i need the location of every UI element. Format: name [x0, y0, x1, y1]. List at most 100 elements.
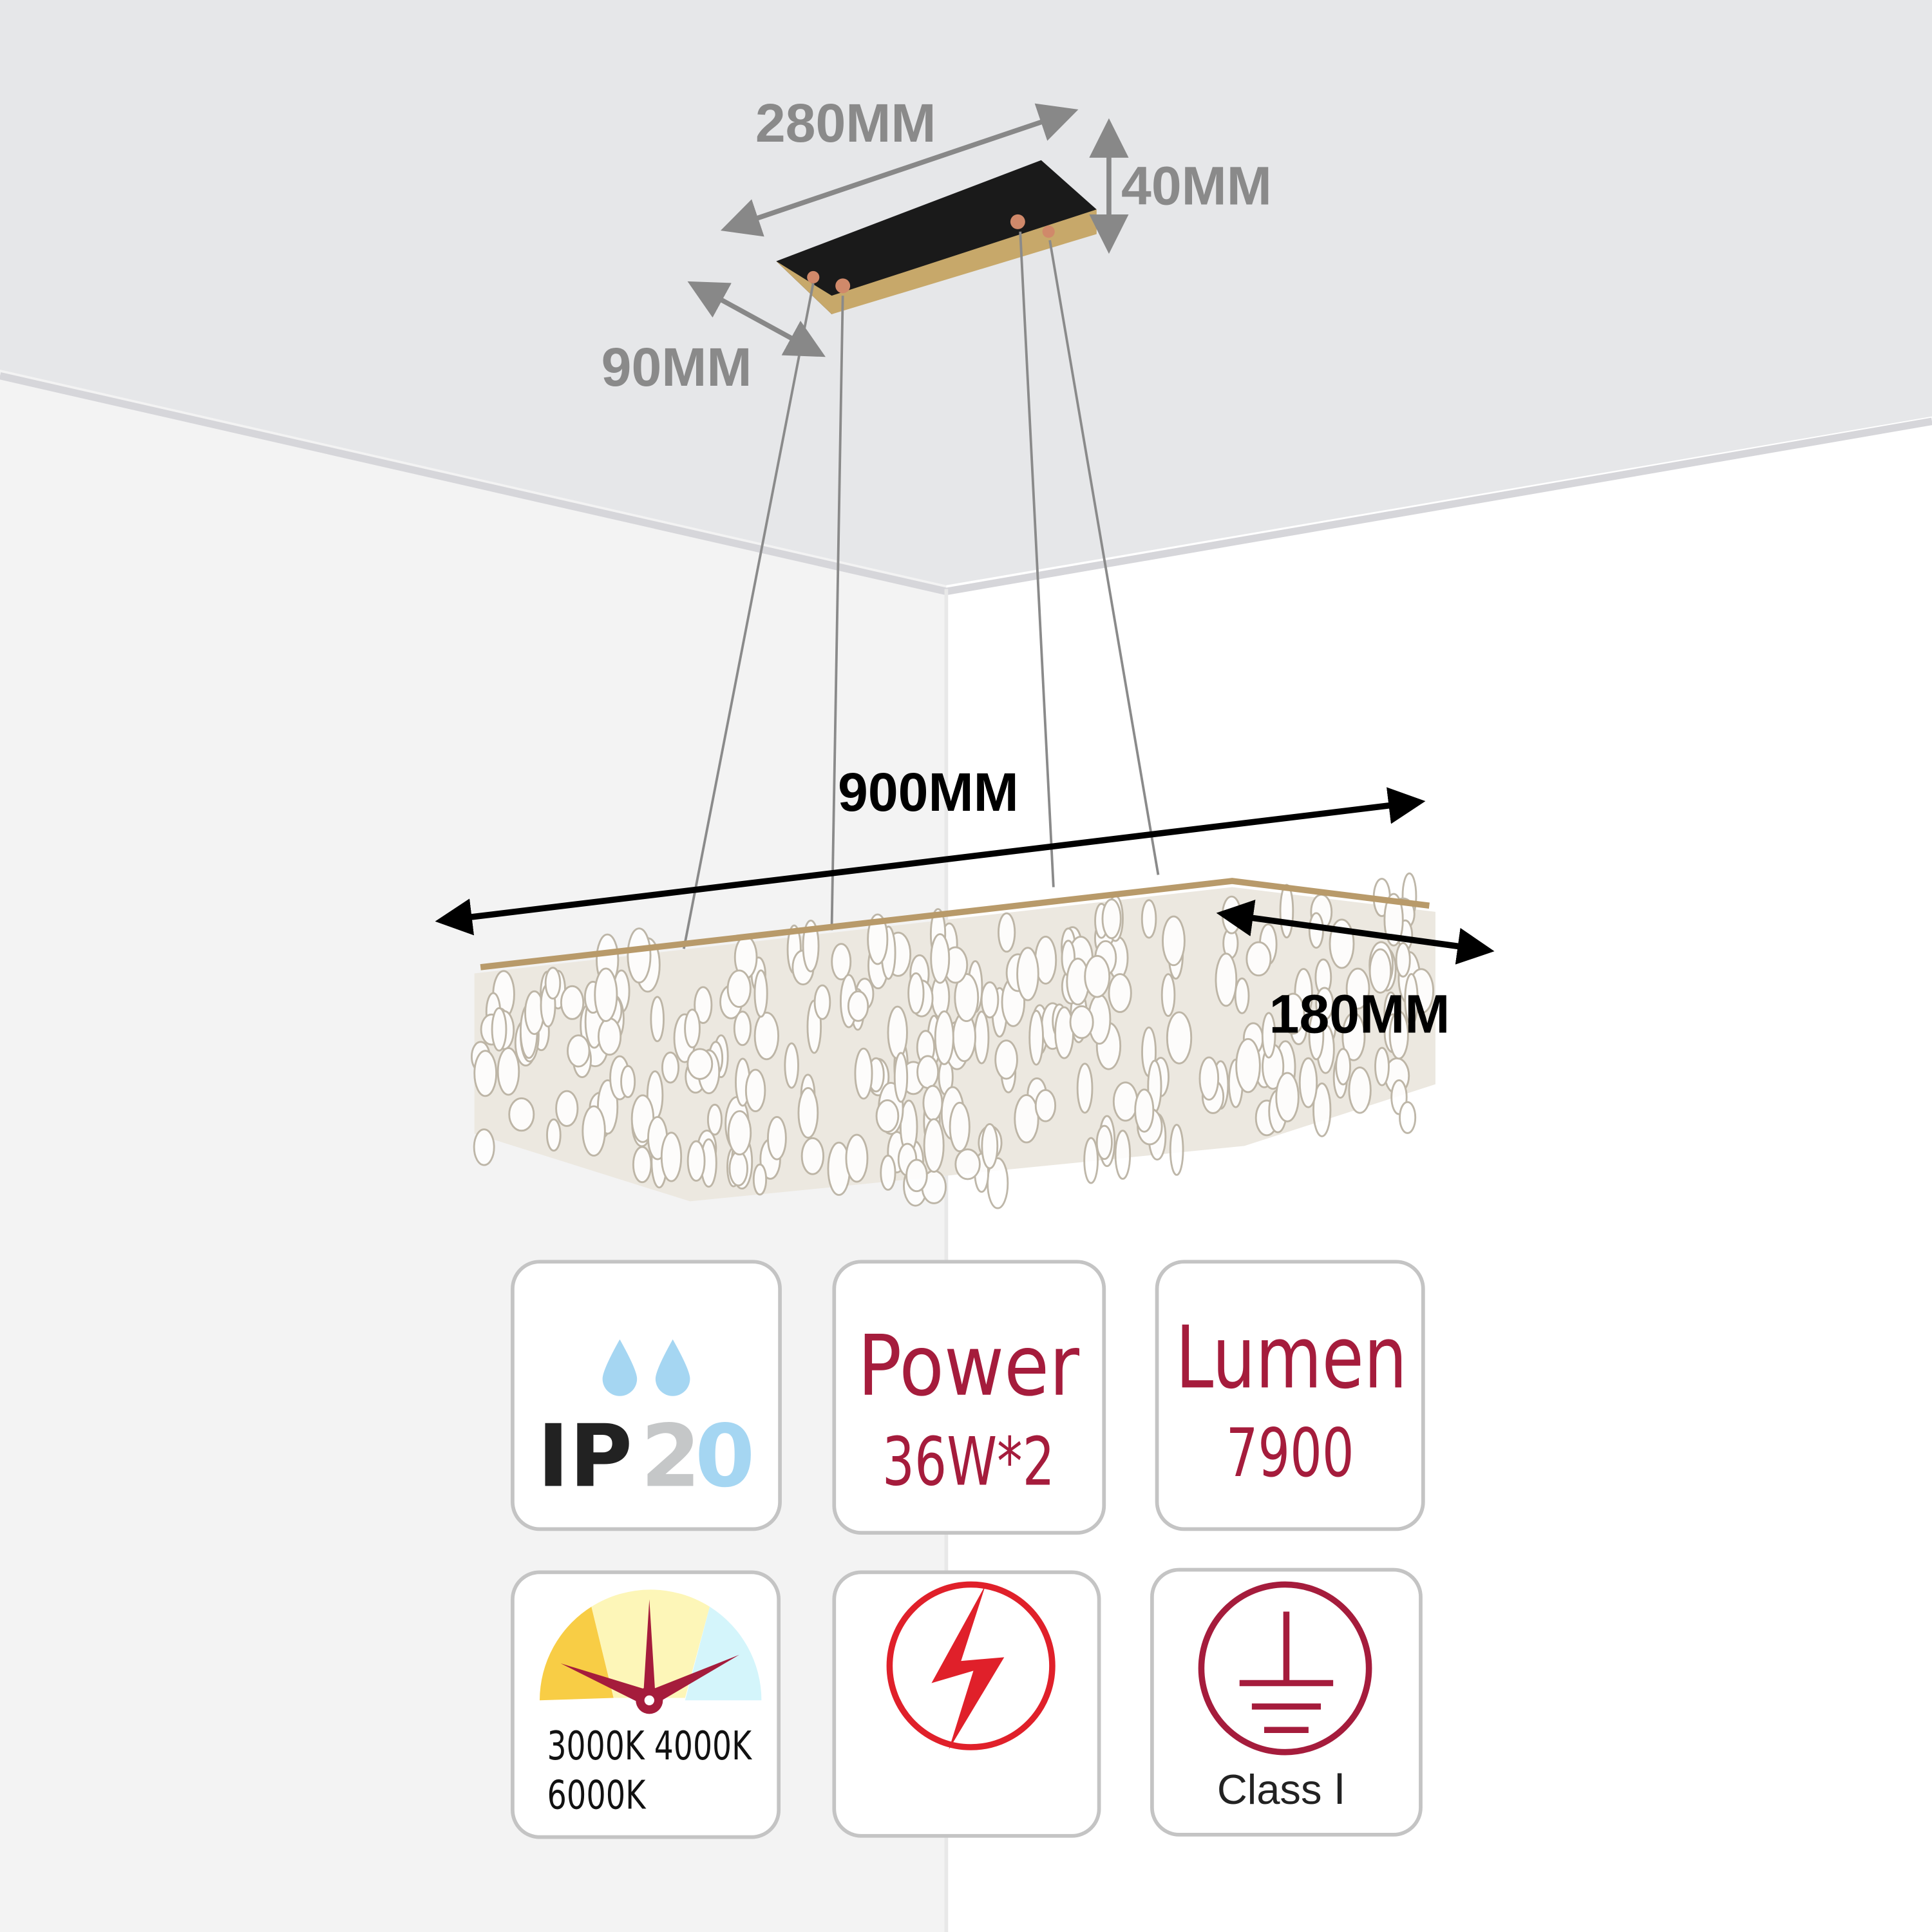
ip-rating-card: IP 2 0 [511, 1260, 782, 1531]
crystal [1404, 973, 1419, 1026]
crystal [567, 1034, 591, 1068]
crystal [687, 1048, 714, 1080]
water-drop-icon [655, 1339, 690, 1396]
crystal [1335, 1048, 1352, 1086]
crystal [508, 1097, 535, 1132]
crystal [661, 1051, 680, 1084]
crystal [1298, 1057, 1318, 1108]
crystal [1279, 884, 1294, 939]
crystal [907, 972, 925, 1014]
crystal [875, 1099, 900, 1133]
crystal [797, 1086, 819, 1139]
crystal [627, 927, 652, 984]
crystal [726, 969, 752, 1008]
canopy-width-label: 90MM [601, 337, 752, 397]
crystal [727, 1110, 752, 1156]
crystal [684, 1009, 701, 1048]
crystal [546, 1118, 562, 1152]
ip-digit-2: 0 [695, 1406, 755, 1506]
class-label: Class Ⅰ [1217, 1766, 1346, 1813]
crystal [594, 967, 618, 1022]
fixture-width-label: 180MM [1269, 983, 1450, 1044]
crystal [753, 1012, 780, 1061]
crystal [887, 1005, 908, 1060]
crystal [1134, 1088, 1155, 1133]
crystal [491, 1007, 507, 1052]
crystal [1160, 973, 1176, 1018]
crystal [1388, 1010, 1409, 1060]
crystal [916, 1055, 940, 1089]
voltage-card [832, 1570, 1101, 1838]
crystal [560, 985, 585, 1020]
crystal [954, 1148, 981, 1180]
crystal [847, 990, 869, 1022]
crystal [998, 912, 1016, 953]
crystal [1261, 1012, 1276, 1059]
crystal [473, 1050, 498, 1097]
crystal [831, 943, 852, 981]
crystal [1312, 1082, 1332, 1137]
crystal [1108, 973, 1132, 1013]
crystal [1166, 1011, 1193, 1065]
crystal [1054, 1006, 1074, 1059]
fixture-length-arrow [435, 787, 1426, 936]
crystal [1315, 987, 1334, 1021]
crystal [893, 1052, 909, 1103]
crystal [813, 984, 831, 1020]
crystal [1345, 967, 1370, 1010]
crystal [784, 1042, 799, 1089]
fixture-width-arrow [1216, 900, 1495, 965]
crystal [949, 1101, 971, 1153]
crystal [706, 1103, 723, 1136]
canopy-height-label: 40MM [1121, 156, 1272, 216]
crystal [1234, 977, 1250, 1014]
crystal [980, 981, 999, 1019]
crystal [1341, 1012, 1366, 1061]
power-label: Power [858, 1317, 1080, 1415]
crystal [880, 1155, 896, 1191]
crystal [1112, 1081, 1139, 1122]
crystal [597, 1017, 622, 1056]
crystal [1016, 947, 1039, 1001]
left-wall [0, 369, 947, 1932]
crystal [1084, 954, 1111, 998]
crystal [728, 1150, 748, 1187]
color-temp-line-1: 3000K 4000K [547, 1723, 752, 1769]
crystal [1245, 941, 1272, 977]
crystal [1348, 1066, 1372, 1114]
crystal [845, 1133, 869, 1183]
crystal [1281, 992, 1305, 1035]
crystal [974, 1010, 990, 1065]
crystal [1095, 1124, 1113, 1160]
crystal [544, 967, 562, 1000]
crystal [1014, 1094, 1039, 1144]
crystal [1275, 1072, 1300, 1122]
crystal [905, 1159, 928, 1193]
color-temp-line-2: 6000K [547, 1773, 647, 1819]
crystal [582, 1105, 606, 1157]
crystal [922, 1084, 943, 1121]
crystal [1076, 1063, 1094, 1114]
crystal [1399, 1101, 1417, 1134]
power-card: Power 36W*2 [832, 1260, 1106, 1535]
crystal [1069, 1005, 1094, 1039]
crystal [1169, 1124, 1184, 1176]
crystal [930, 933, 951, 984]
crystal [473, 1128, 495, 1166]
lightning-bolt-icon [886, 1581, 1056, 1750]
crystal [981, 1122, 999, 1170]
ceiling [0, 0, 1932, 585]
canopy-width-arrow [687, 281, 826, 357]
crystal [752, 1163, 768, 1196]
crystal [1162, 915, 1186, 967]
ip-prefix: IP [537, 1406, 632, 1506]
crystal [994, 1039, 1018, 1080]
crystal [1374, 1046, 1390, 1086]
crystal [800, 1137, 824, 1175]
crystal [923, 1118, 945, 1173]
crystal [733, 1010, 752, 1046]
crystal [694, 986, 713, 1024]
crystal [1215, 952, 1238, 1007]
crystal [744, 1068, 766, 1113]
